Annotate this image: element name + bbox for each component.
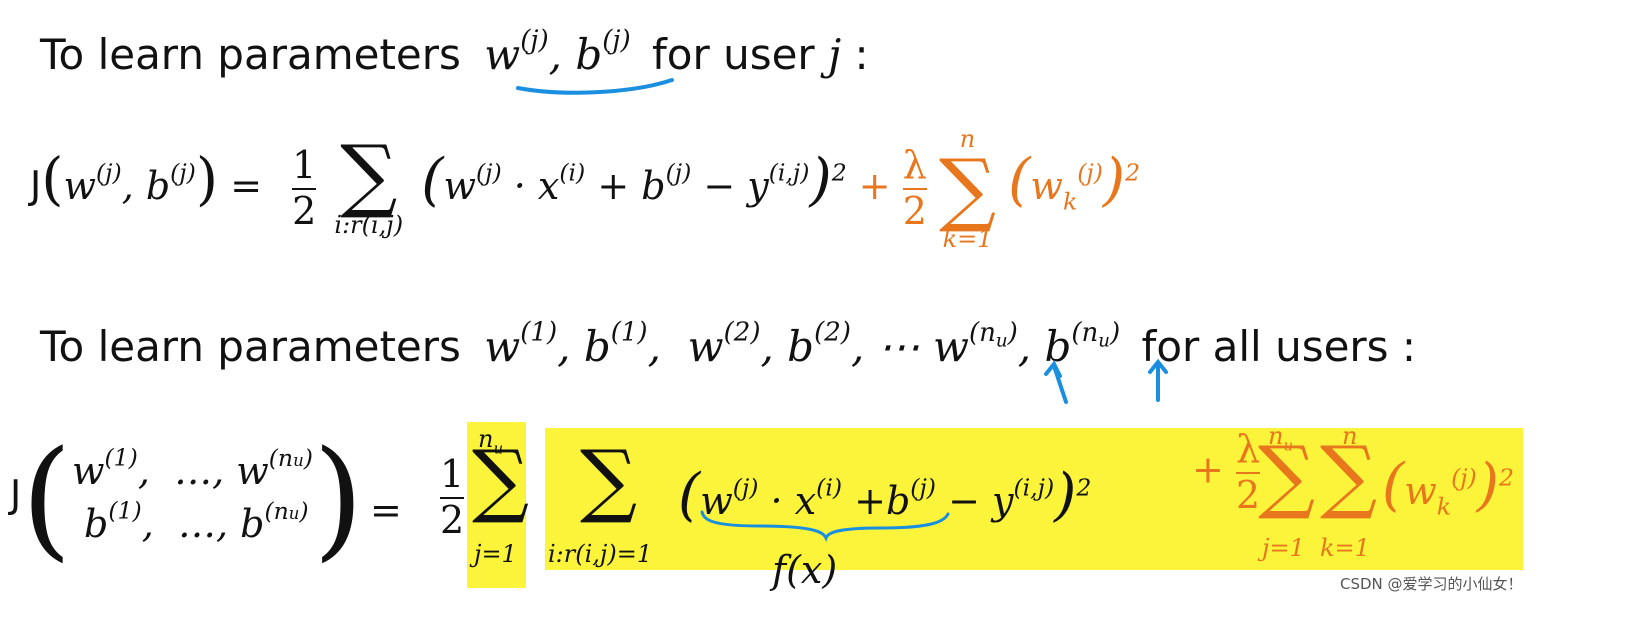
heading-user-j: To learn parameters w(j), b(j) for user … <box>40 25 869 79</box>
watermark: CSDN @爱学习的小仙女！ <box>1340 575 1523 593</box>
heading-tail: for all users <box>1141 322 1389 371</box>
underline-w-b <box>516 78 674 95</box>
heading-all-users: To learn parameters w(1), b(1), w(2), b(… <box>40 317 1417 371</box>
highlight-cost-terms <box>545 428 1523 570</box>
fx-label: f(x) <box>772 548 838 592</box>
heading-text: To learn parameters <box>40 30 461 79</box>
highlight-sum-j <box>467 422 526 588</box>
heading-text: To learn parameters <box>40 322 461 371</box>
cost-all-users: J(w(1), …, w(nu) b(1), …, b(nu)) <box>10 422 364 575</box>
heading-tail: for user <box>651 30 815 79</box>
